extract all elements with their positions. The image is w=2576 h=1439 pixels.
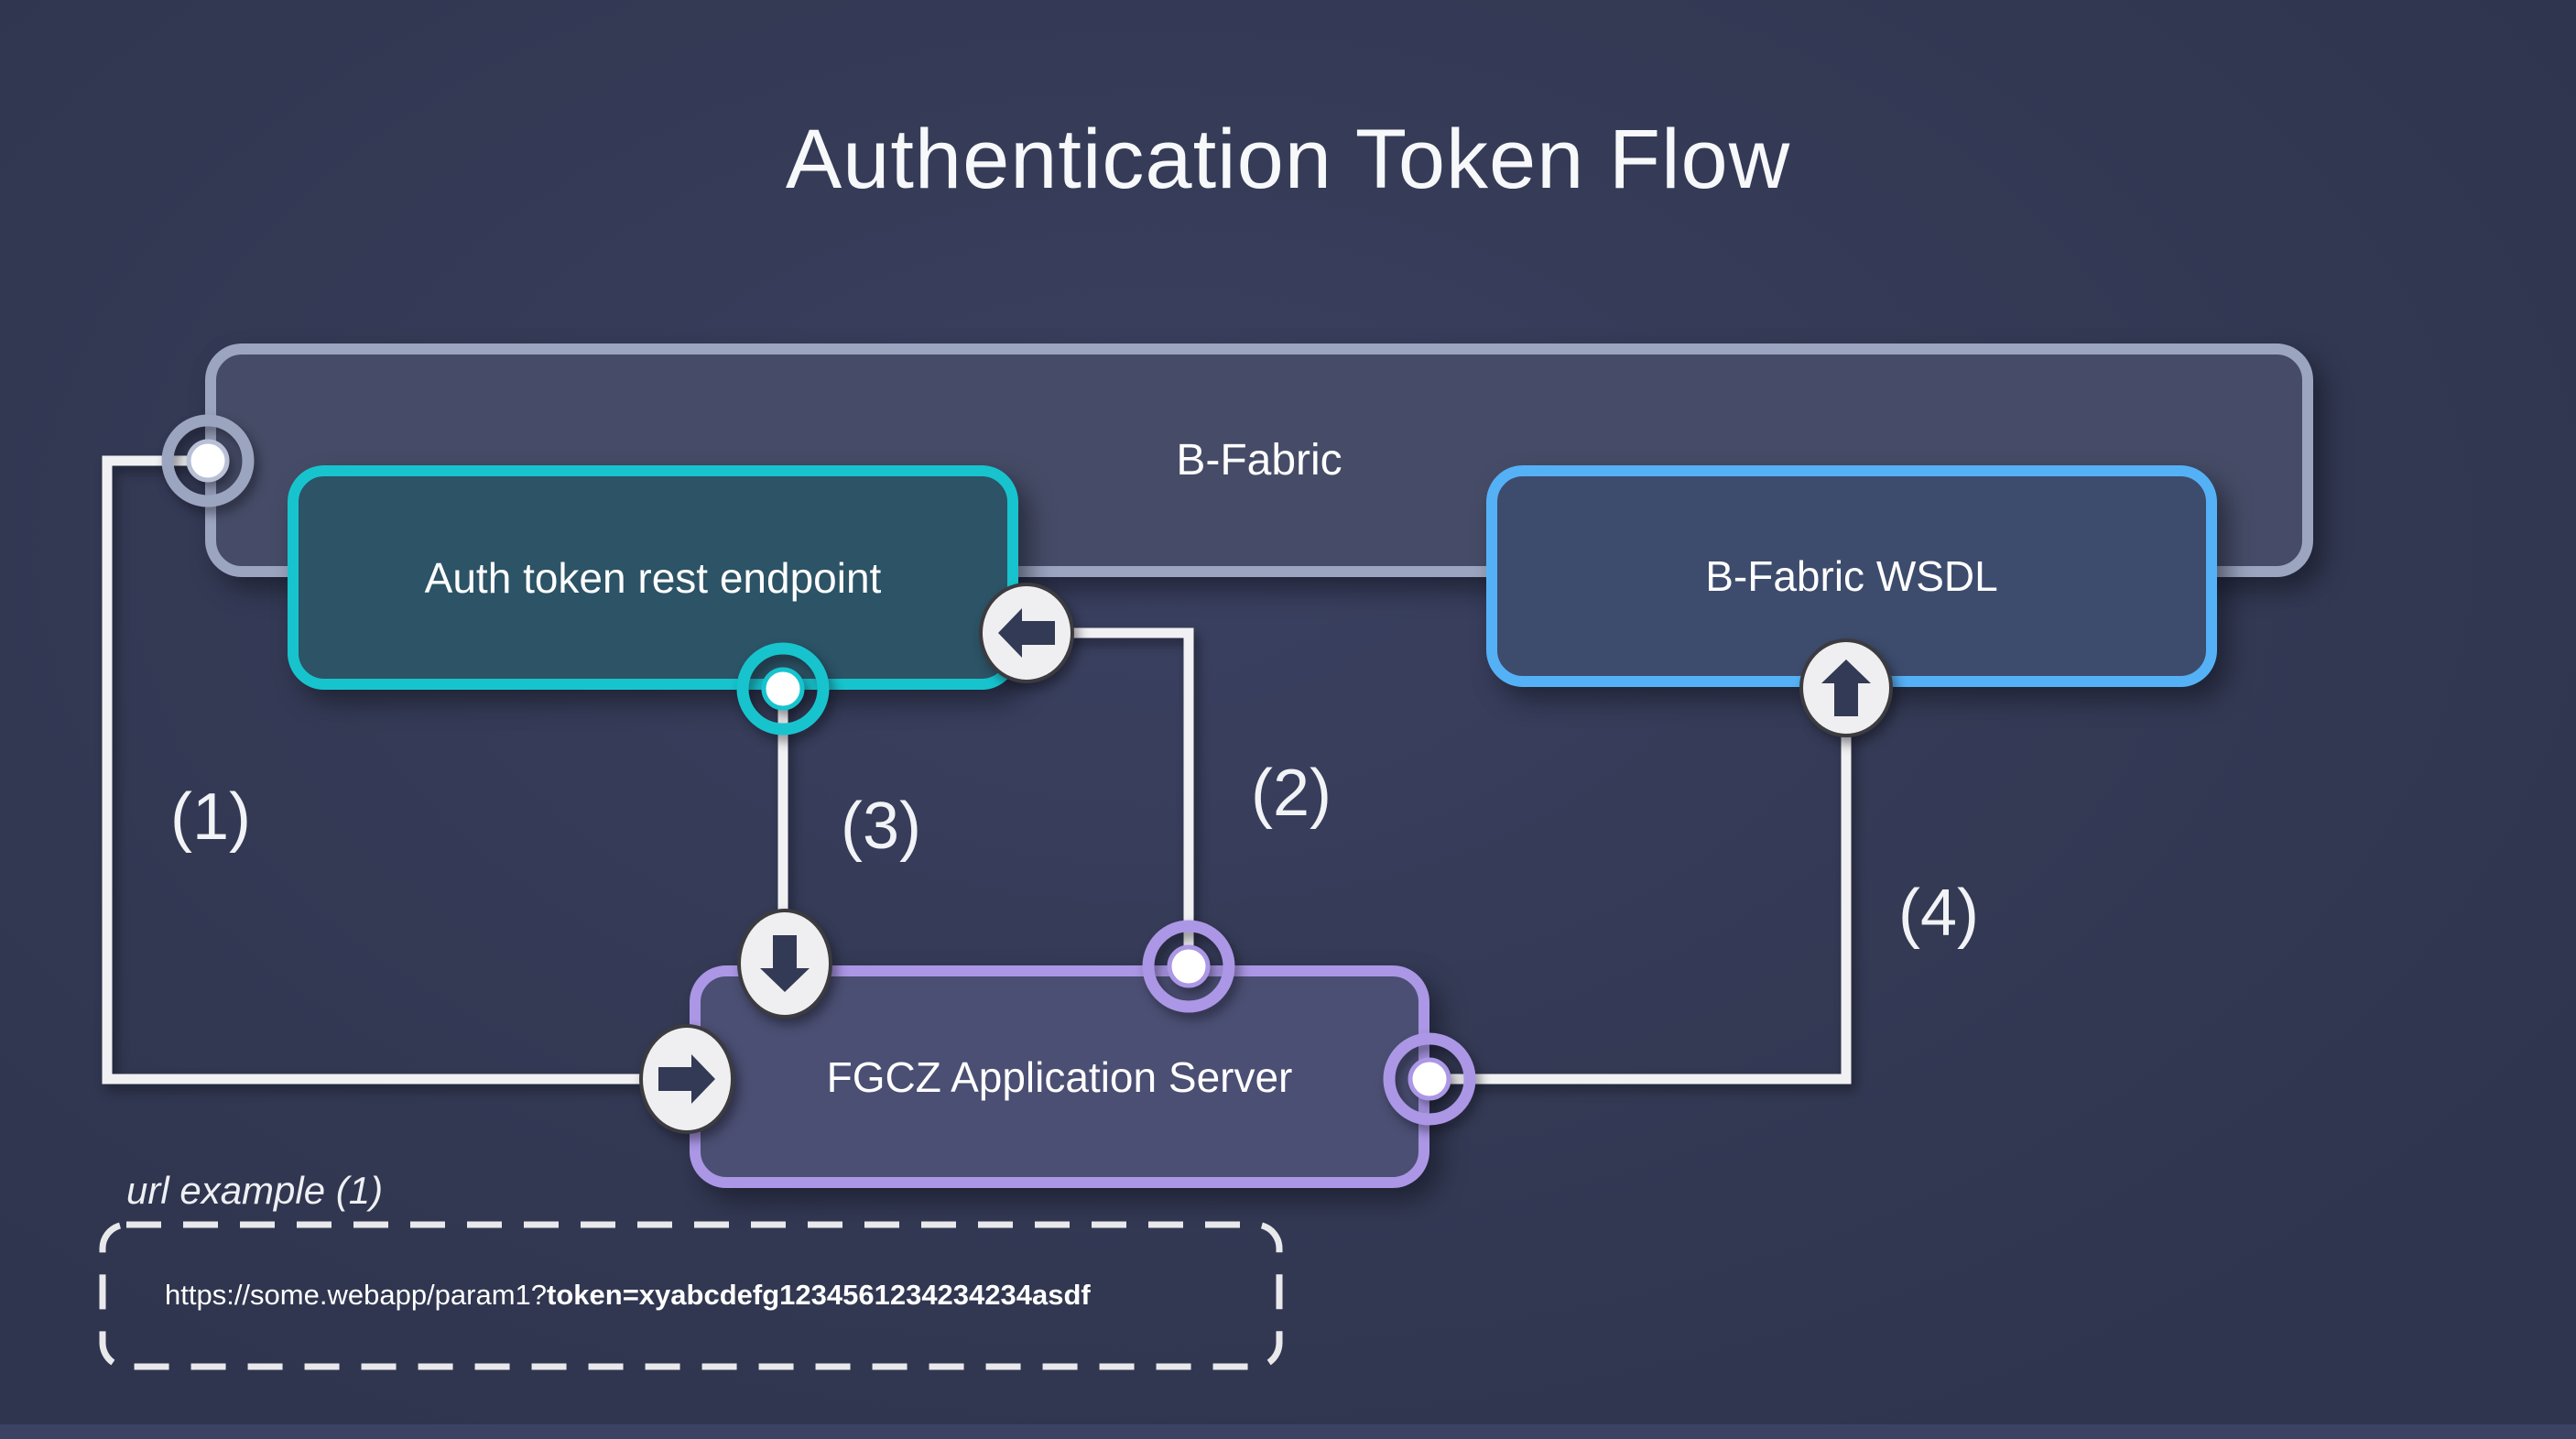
node-bfabric-wsdl: B-Fabric WSDL	[1486, 465, 2217, 687]
node-auth-token-rest-endpoint: Auth token rest endpoint	[288, 465, 1018, 690]
node-wsdl-label: B-Fabric WSDL	[1705, 552, 1998, 600]
step-label-4: (4)	[1898, 877, 1979, 950]
flow-line-2	[1030, 627, 1194, 960]
url-example-caption: url example (1)	[126, 1169, 384, 1212]
node-fgcz-application-server: FGCZ Application Server	[690, 965, 1429, 1188]
step-label-3: (3)	[841, 790, 921, 863]
url-prefix: https://some.webapp/param1?	[165, 1279, 548, 1311]
node-auth-label: Auth token rest endpoint	[424, 553, 882, 602]
node-fgcz-label: FGCZ Application Server	[826, 1052, 1293, 1101]
url-example-text: https://some.webapp/param1?token=xyabcde…	[165, 1279, 1245, 1312]
flow-line-4	[1434, 698, 1852, 1085]
step-label-2: (2)	[1251, 757, 1331, 830]
node-bfabric-label: B-Fabric	[1176, 436, 1342, 485]
page-title: Authentication Token Flow	[785, 113, 1791, 206]
bottom-edge-strip	[0, 1424, 2576, 1439]
url-token: token=xyabcdefg1234561234234234asdf	[547, 1279, 1091, 1311]
step-label-1: (1)	[170, 780, 251, 854]
